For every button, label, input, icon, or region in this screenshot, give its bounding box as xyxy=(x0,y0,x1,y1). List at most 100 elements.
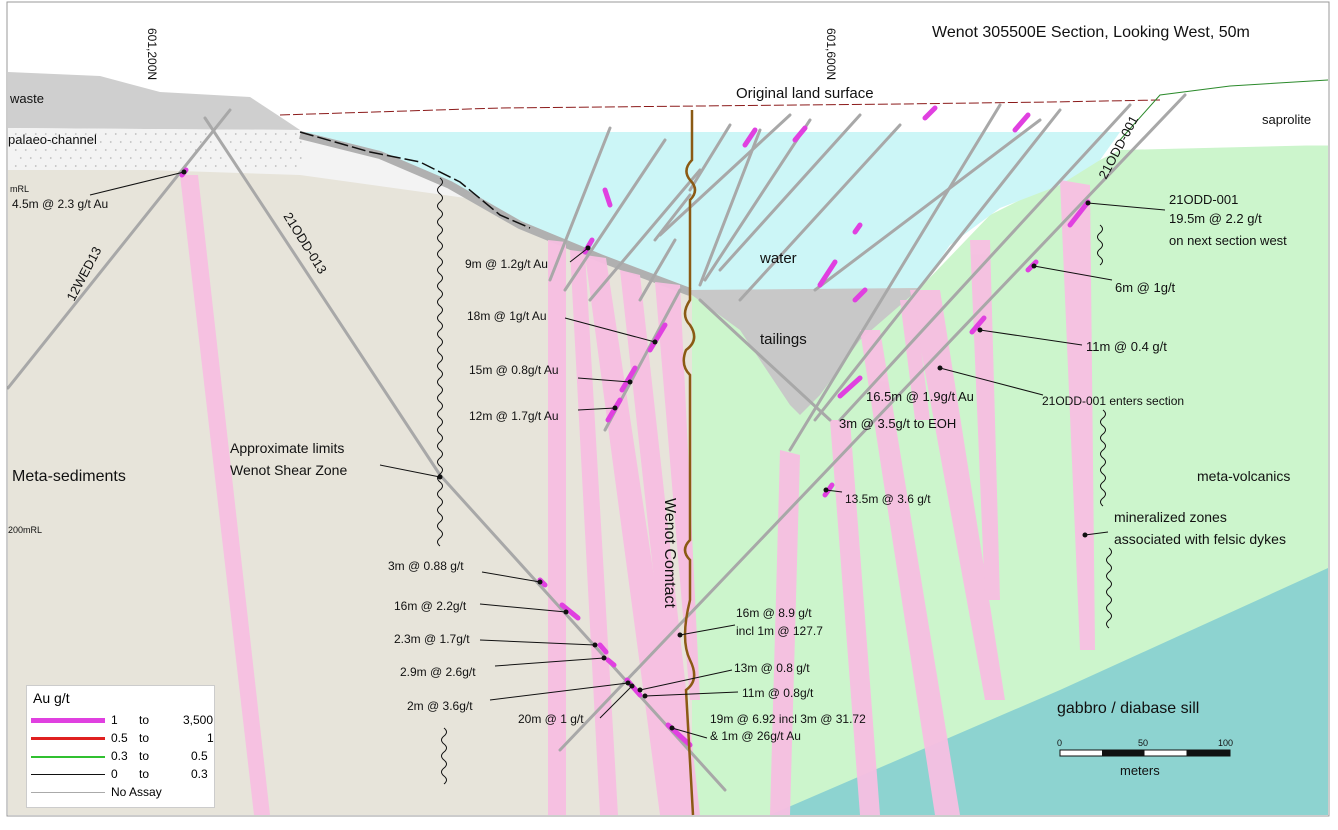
palaeo-dot xyxy=(194,165,197,167)
shear-zone-limit-3 xyxy=(1097,224,1103,266)
intercept-label-6a: 21ODD-001 xyxy=(1169,192,1238,207)
pit-crest-line xyxy=(299,131,531,229)
legend-row: 0 to 0.3 xyxy=(31,767,211,784)
shear-zone-label-1: Approximate limits xyxy=(230,440,344,456)
palaeo-dot xyxy=(169,157,172,159)
palaeo-dot xyxy=(279,141,282,143)
palaeo-dot xyxy=(59,141,62,143)
elevation-upper: mRL xyxy=(10,184,29,194)
waste-label: waste xyxy=(9,91,44,106)
palaeo-dot xyxy=(114,165,117,167)
palaeo-dot xyxy=(54,149,57,151)
palaeo-dot xyxy=(34,149,37,151)
intercept-label-17: 20m @ 1 g/t xyxy=(518,712,584,726)
palaeo-dot xyxy=(104,165,107,167)
palaeo-dot xyxy=(194,133,197,135)
palaeo-dot xyxy=(204,133,207,135)
palaeo-dot xyxy=(289,141,292,143)
palaeo-dot xyxy=(209,157,212,159)
legend-max: 1 xyxy=(207,731,214,745)
legend-to: to xyxy=(139,731,150,745)
palaeo-dot xyxy=(144,165,147,167)
legend-from: 1 xyxy=(111,713,118,727)
intercept-label-15: 2.9m @ 2.6g/t xyxy=(400,665,476,679)
shear-zone-limit-1 xyxy=(437,177,443,547)
palaeo-dot xyxy=(204,149,207,151)
intercept-label-19: 13m @ 0.8 g/t xyxy=(734,661,810,675)
palaeo-dot xyxy=(144,133,147,135)
palaeo-dot xyxy=(164,133,167,135)
palaeo-dot xyxy=(29,157,32,159)
palaeo-dot xyxy=(69,157,72,159)
leader-lines xyxy=(89,171,1166,739)
palaeo-dot xyxy=(24,133,27,135)
northing-left: 601,200N xyxy=(145,28,159,80)
intercept-label-11: 13.5m @ 3.6 g/t xyxy=(845,492,931,506)
palaeo-dot xyxy=(144,149,147,151)
palaeo-dot xyxy=(74,165,77,167)
palaeo-dot xyxy=(64,133,67,135)
palaeo-dot xyxy=(269,157,272,159)
palaeo-dot xyxy=(164,165,167,167)
palaeo-dot xyxy=(224,165,227,167)
palaeo-dot xyxy=(214,165,217,167)
palaeo-dot xyxy=(119,157,122,159)
palaeo-dot xyxy=(104,149,107,151)
palaeo-dot xyxy=(219,157,222,159)
palaeo-dot xyxy=(114,149,117,151)
palaeo-dot xyxy=(259,141,262,143)
palaeo-dot xyxy=(139,157,142,159)
palaeo-dot xyxy=(19,157,22,159)
palaeo-dot xyxy=(229,141,232,143)
palaeo-dot xyxy=(149,141,152,143)
frame xyxy=(6,1,1330,817)
palaeo-dot xyxy=(134,149,137,151)
palaeo-dot xyxy=(64,165,67,167)
palaeo-dot xyxy=(234,133,237,135)
palaeo-dot xyxy=(134,133,137,135)
meta-volcanics-label: meta-volcanics xyxy=(1197,468,1290,484)
palaeo-dot xyxy=(124,165,127,167)
palaeo-dot xyxy=(94,149,97,151)
palaeo-dot xyxy=(64,149,67,151)
palaeo-dot xyxy=(49,157,52,159)
palaeo-dot xyxy=(109,141,112,143)
intercept-label-12: 3m @ 0.88 g/t xyxy=(388,559,464,573)
intercept-label-1: 4.5m @ 2.3 g/t Au xyxy=(12,197,108,211)
palaeo-dot xyxy=(274,149,277,151)
palaeo-dot xyxy=(254,149,257,151)
palaeo-dot xyxy=(44,165,47,167)
palaeo-dot xyxy=(34,165,37,167)
palaeo-dot xyxy=(74,133,77,135)
intercept-label-8: 11m @ 0.4 g/t xyxy=(1086,339,1167,354)
palaeo-dot xyxy=(239,157,242,159)
water-label: water xyxy=(759,250,797,267)
legend-max: 0.3 xyxy=(191,767,208,781)
water-body xyxy=(305,132,1120,292)
gabbro-label: gabbro / diabase sill xyxy=(1057,700,1199,717)
palaeo-dot xyxy=(94,165,97,167)
palaeo-dot xyxy=(49,141,52,143)
tailings-label: tailings xyxy=(760,331,807,348)
palaeo-dot xyxy=(99,141,102,143)
palaeo-dot xyxy=(249,141,252,143)
palaeo-dot xyxy=(264,149,267,151)
intercept-label-18b: incl 1m @ 127.7 xyxy=(736,624,823,638)
northing-right: 601,600N xyxy=(824,28,838,80)
palaeo-dot xyxy=(149,157,152,159)
palaeo-dot xyxy=(74,149,77,151)
odd001-enters-label: 21ODD-001 enters section xyxy=(1042,394,1184,408)
intercept-label-13: 16m @ 2.2g/t xyxy=(394,599,467,613)
legend-max: 0.5 xyxy=(191,749,208,763)
mineralized-label-1: mineralized zones xyxy=(1114,509,1227,525)
palaeo-dot xyxy=(274,165,277,167)
legend-swatch-red xyxy=(31,737,105,740)
intercept-label-4: 15m @ 0.8g/t Au xyxy=(469,363,559,377)
meta-sediments-unit xyxy=(8,145,700,815)
scale-bar: 0 50 100 meters xyxy=(1057,738,1233,778)
palaeo-dot xyxy=(14,165,17,167)
tailings-deposit xyxy=(685,288,920,415)
legend-to: to xyxy=(139,713,150,727)
palaeo-dot xyxy=(119,141,122,143)
palaeo-dot xyxy=(204,165,207,167)
